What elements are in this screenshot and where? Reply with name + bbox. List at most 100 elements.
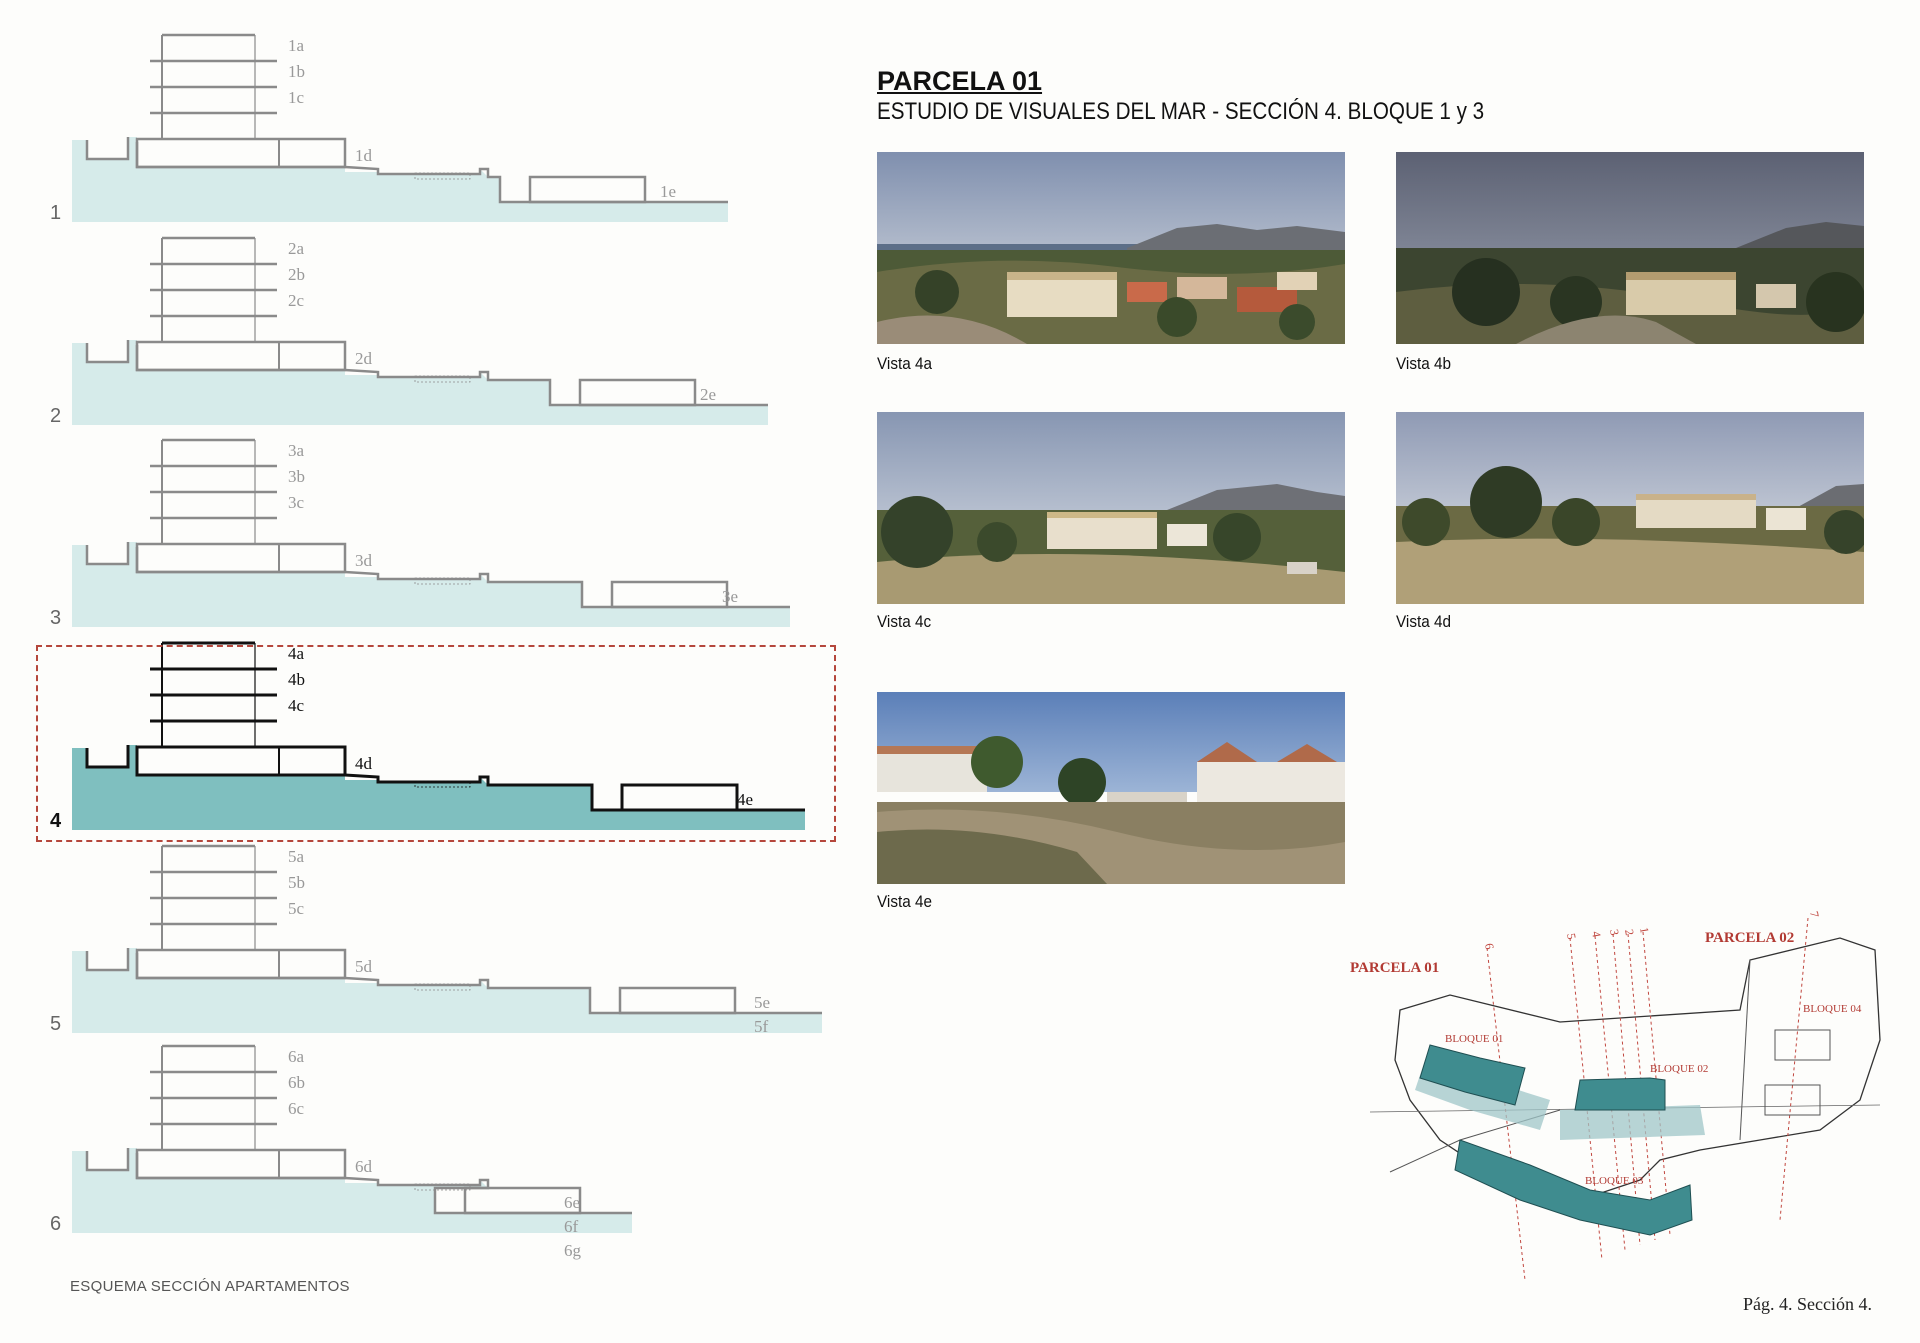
section-number: 1 bbox=[50, 202, 61, 224]
level-label: 4a bbox=[288, 644, 305, 663]
level-label: 4b bbox=[288, 670, 305, 689]
section-diagrams-svg: 11a1b1c1d1e22a2b2c2d2e33a3b3c3d3e44a4b4c… bbox=[50, 33, 822, 1260]
level-label: 2a bbox=[288, 239, 305, 258]
photo-vista-4e bbox=[877, 692, 1345, 884]
level-label: 6g bbox=[564, 1241, 582, 1260]
pool-outline bbox=[414, 780, 471, 788]
line-label-3: 3 bbox=[1607, 928, 1622, 936]
schema-caption: ESQUEMA SECCIÓN APARTAMENTOS bbox=[70, 1278, 350, 1295]
plan-label-bloque-04: BLOQUE 04 bbox=[1803, 1003, 1862, 1015]
terrain-fill bbox=[72, 137, 728, 222]
terrain-fill bbox=[72, 745, 805, 830]
plan-label-bloque-01: BLOQUE 01 bbox=[1445, 1033, 1503, 1045]
far-box bbox=[578, 378, 697, 407]
far-box bbox=[618, 986, 737, 1015]
level-label: 5b bbox=[288, 873, 305, 892]
plan-label-bloque-02: BLOQUE 02 bbox=[1650, 1063, 1708, 1075]
level-label: 2e bbox=[700, 385, 716, 404]
far-box bbox=[528, 175, 647, 204]
page-number: Pág. 4. Sección 4. bbox=[1743, 1294, 1872, 1314]
caption-vista-4b: Vista 4b bbox=[1396, 354, 1452, 373]
photo-vista-4a bbox=[877, 152, 1345, 344]
level-label: 4d bbox=[355, 754, 373, 773]
level-label: 1a bbox=[288, 36, 305, 55]
far-box bbox=[620, 783, 739, 812]
plan-labels: PARCELA 01 PARCELA 02 BLOQUE 01 BLOQUE 0… bbox=[1350, 930, 1862, 1187]
terrain-fill bbox=[72, 542, 790, 627]
page-title: PARCELA 01 bbox=[877, 66, 1043, 96]
lower-box bbox=[135, 137, 347, 169]
level-label: 6e bbox=[564, 1193, 580, 1212]
level-label: 3b bbox=[288, 467, 305, 486]
photo-vista-4d bbox=[1396, 412, 1864, 604]
level-label: 5c bbox=[288, 899, 305, 918]
caption-vista-4e: Vista 4e bbox=[877, 892, 933, 911]
photo-vista-4b bbox=[1396, 152, 1864, 344]
level-label: 5f bbox=[754, 1017, 769, 1036]
lower-box bbox=[135, 948, 347, 980]
line-label-7: 7 bbox=[1807, 910, 1822, 918]
level-label: 6d bbox=[355, 1157, 373, 1176]
level-label: 5d bbox=[355, 957, 373, 976]
page-subtitle: ESTUDIO DE VISUALES DEL MAR - SECCIÓN 4.… bbox=[877, 98, 1485, 125]
pool-outline bbox=[414, 375, 471, 383]
lower-box bbox=[135, 542, 347, 574]
pool-outline bbox=[414, 172, 471, 180]
pool-outline bbox=[414, 1183, 471, 1191]
line-label-4: 4 bbox=[1589, 930, 1604, 938]
level-label: 4c bbox=[288, 696, 305, 715]
line-label-5: 5 bbox=[1564, 932, 1579, 940]
lower-box bbox=[135, 340, 347, 372]
level-label: 2b bbox=[288, 265, 305, 284]
terrain-fill bbox=[72, 1148, 632, 1233]
level-label: 1e bbox=[660, 182, 676, 201]
section-number: 4 bbox=[50, 810, 62, 832]
level-label: 3a bbox=[288, 441, 305, 460]
section-scheme-6: 6 6a 6b 6c 6d 6e 6f 6g bbox=[50, 1044, 632, 1260]
plan-label-bloque-03: BLOQUE 03 bbox=[1585, 1175, 1644, 1187]
plan-label-parcela-01: PARCELA 01 bbox=[1350, 960, 1439, 976]
terrain-fill bbox=[72, 948, 822, 1033]
caption-vista-4c: Vista 4c bbox=[877, 612, 932, 631]
highlight-frame bbox=[36, 645, 836, 842]
photo-vista-4c bbox=[877, 412, 1345, 604]
site-plan: 6 5 4 3 2 1 7 PARCELA 01 PARCELA 02 BLOQ… bbox=[1320, 900, 1900, 1300]
section-scheme-4: 4 4a 4b 4c 4d 4e bbox=[50, 641, 805, 832]
level-label: 6f bbox=[564, 1217, 579, 1236]
section-number: 6 bbox=[50, 1213, 61, 1235]
section-line-labels: 6 5 4 3 2 1 7 bbox=[1482, 910, 1822, 950]
section-number: 5 bbox=[50, 1013, 61, 1035]
lower-box bbox=[135, 745, 347, 777]
level-label: 6a bbox=[288, 1047, 305, 1066]
section-scheme-5: 5 5a 5b 5c 5d 5e 5f bbox=[50, 844, 822, 1036]
line-label-6: 6 bbox=[1482, 942, 1497, 950]
level-label: 3d bbox=[355, 551, 373, 570]
far-box bbox=[610, 580, 729, 609]
far-box bbox=[463, 1186, 582, 1215]
level-label: 5a bbox=[288, 847, 305, 866]
terrain-fill bbox=[72, 340, 768, 425]
section-scheme-3: 3 3a 3b 3c 3d 3e bbox=[50, 438, 790, 629]
section-number: 3 bbox=[50, 607, 61, 629]
level-label: 6c bbox=[288, 1099, 305, 1118]
pool-outline bbox=[414, 983, 471, 991]
level-label: 3c bbox=[288, 493, 305, 512]
level-label: 5e bbox=[754, 993, 770, 1012]
level-label: 2d bbox=[355, 349, 373, 368]
level-label: 1d bbox=[355, 146, 373, 165]
level-label: 6b bbox=[288, 1073, 305, 1092]
level-label: 4e bbox=[737, 790, 753, 809]
level-label: 3e bbox=[722, 587, 738, 606]
caption-vista-4a: Vista 4a bbox=[877, 354, 933, 373]
site-plan-svg: 6 5 4 3 2 1 7 PARCELA 01 PARCELA 02 BLOQ… bbox=[1350, 910, 1881, 1281]
pool-outline bbox=[414, 577, 471, 585]
level-label: 1c bbox=[288, 88, 305, 107]
level-label: 2c bbox=[288, 291, 305, 310]
plan-label-parcela-02: PARCELA 02 bbox=[1705, 930, 1794, 946]
line-label-1: 1 bbox=[1637, 926, 1652, 934]
section-number: 2 bbox=[50, 405, 61, 427]
caption-vista-4d: Vista 4d bbox=[1396, 612, 1452, 631]
line-label-2: 2 bbox=[1622, 928, 1637, 936]
